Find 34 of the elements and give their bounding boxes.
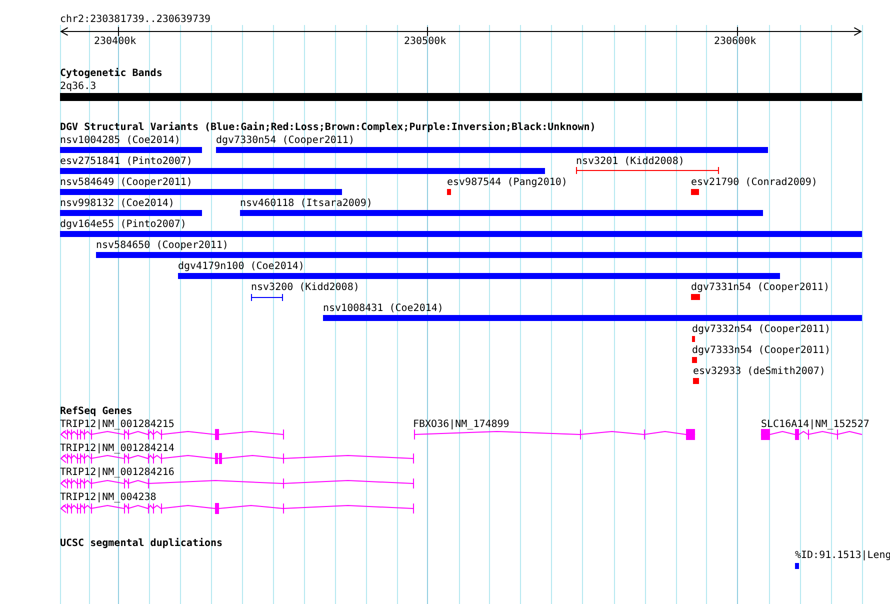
gene-label: SLC16A14|NM_152527 [761,419,870,430]
variant-label: dgv4179n100 (Coe2014) [178,261,304,272]
variant-label: esv987544 (Pang2010) [447,177,568,188]
variant-label: dgv7331n54 (Cooper2011) [691,282,830,293]
variant-label: nsv460118 (Itsara2009) [240,198,372,209]
coordinate-label: chr2:230381739..230639739 [60,14,211,25]
gene-label: TRIP12|NM_004238 [60,492,156,503]
gene-label: FBXO36|NM_174899 [413,419,510,430]
variant-label: nsv1008431 (Coe2014) [323,303,444,314]
variant-label: nsv3201 (Kidd2008) [576,156,684,167]
track-heading: DGV Structural Variants (Blue:Gain;Red:Loss;Brown:Complex;Purple:Inversion;Black:Unknown) [60,122,596,133]
axis-tick-label: 230600k [714,36,756,47]
alignment-label: %ID:91.1513|Leng [795,550,890,561]
gene-label: TRIP12|NM_001284215 [60,419,174,430]
variant-label: esv32933 (deSmith2007) [693,366,826,377]
track-heading: Cytogenetic Bands [60,68,162,79]
variant-label: dgv7330n54 (Cooper2011) [216,135,354,146]
variant-label: dgv164e55 (Pinto2007) [60,219,186,230]
band-label: 2q36.3 [60,81,96,92]
variant-label: nsv1004285 (Coe2014) [60,135,180,146]
variant-label: esv21790 (Conrad2009) [691,177,818,188]
axis-tick-label: 230500k [404,36,446,47]
track-heading: RefSeq Genes [60,406,132,417]
variant-label: nsv584650 (Cooper2011) [96,240,228,251]
variant-label: nsv3200 (Kidd2008) [251,282,360,293]
variant-label: nsv998132 (Coe2014) [60,198,174,209]
track-heading: UCSC segmental duplications [60,538,223,549]
variant-label: dgv7332n54 (Cooper2011) [692,324,830,335]
gene-label: TRIP12|NM_001284216 [60,467,174,478]
variant-label: dgv7333n54 (Cooper2011) [692,345,830,356]
variant-label: nsv584649 (Cooper2011) [60,177,192,188]
variant-label: esv2751841 (Pinto2007) [60,156,192,167]
axis-tick-label: 230400k [94,36,136,47]
gene-label: TRIP12|NM_001284214 [60,443,174,454]
